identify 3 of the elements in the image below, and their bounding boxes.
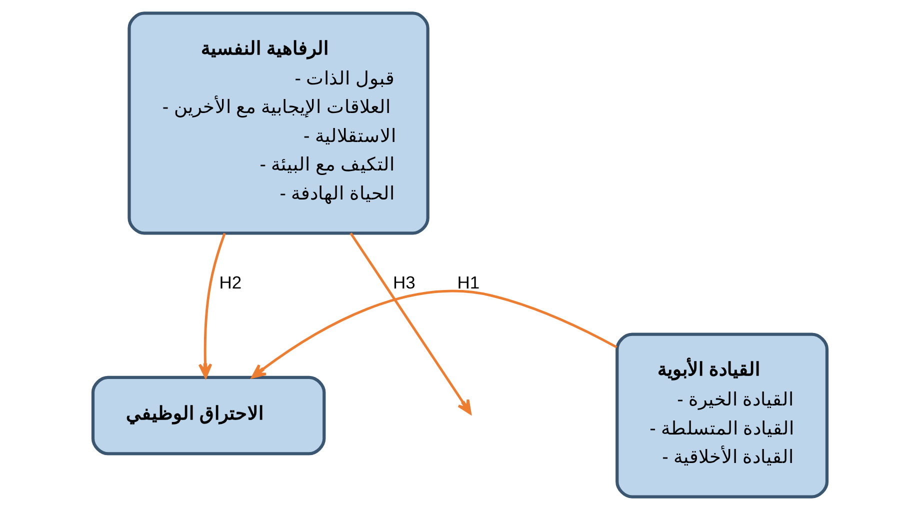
edge-label: H2 xyxy=(219,272,242,292)
edge-label: H1 xyxy=(457,272,480,292)
edge-label: H3 xyxy=(392,272,416,292)
